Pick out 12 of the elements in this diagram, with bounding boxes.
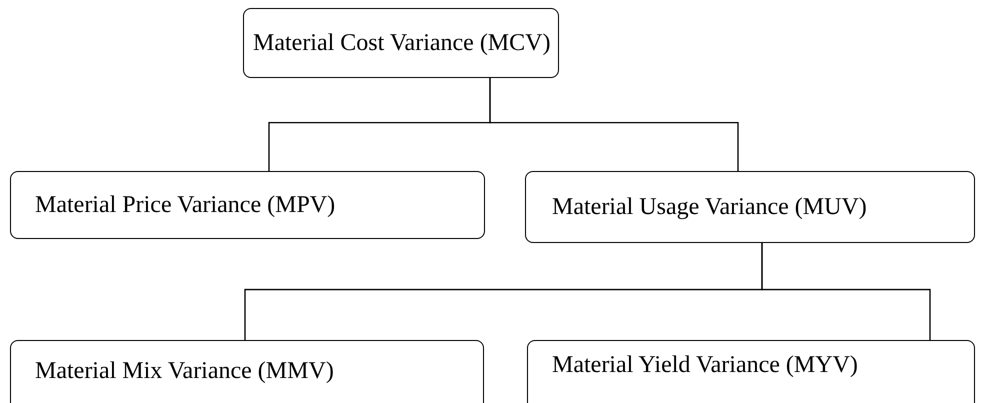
- variance-box: [10, 171, 485, 239]
- connector-line: [489, 78, 739, 171]
- variance-label: Material Cost Variance (MCV): [253, 30, 550, 56]
- variance-label: Material Price Variance (MPV): [35, 192, 336, 218]
- variance-label: Material Yield Variance (MYV): [552, 352, 858, 379]
- variance-box: [243, 8, 559, 78]
- connector-line: [761, 243, 931, 340]
- variance-box: [525, 171, 975, 243]
- variance-box: [527, 340, 975, 403]
- variance-label: Material Mix Variance (MMV): [35, 358, 334, 385]
- variance-box: [10, 340, 484, 403]
- variance-label: Material Usage Variance (MUV): [552, 194, 867, 220]
